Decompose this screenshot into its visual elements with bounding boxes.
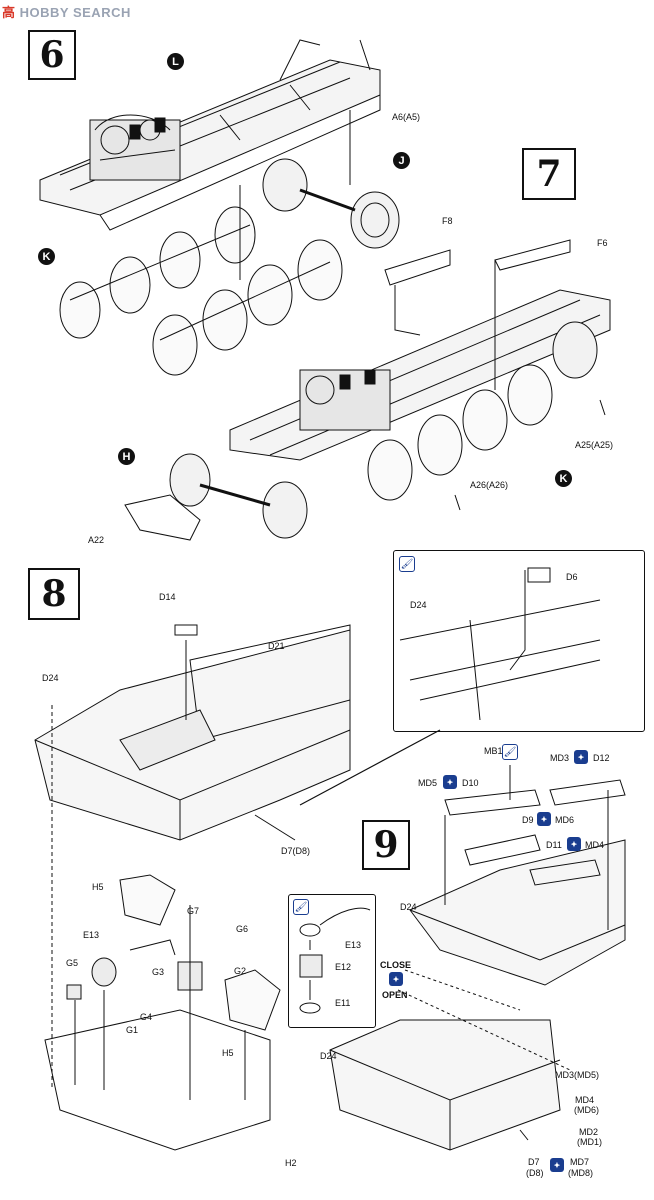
- open-label: OPEN: [382, 990, 408, 1000]
- part-label: G3: [152, 967, 165, 977]
- part-label: MD7: [570, 1157, 590, 1167]
- step6-roadwheels: [59, 110, 351, 376]
- step8-detail-inset: 🖌: [393, 550, 645, 732]
- cement-icon: 🖌: [293, 899, 309, 915]
- part-label: D10: [462, 778, 479, 788]
- part-label: F8: [442, 216, 453, 226]
- part-label: G2: [234, 966, 247, 976]
- part-label: D21: [268, 641, 285, 651]
- part-label: D12: [593, 753, 610, 763]
- callout-J: J: [393, 152, 410, 169]
- step-7-box: 7: [522, 148, 576, 200]
- paint-icon: ✦: [537, 812, 551, 826]
- seats-parts: [44, 874, 281, 1151]
- part-label: G1: [126, 1025, 139, 1035]
- part-label: (D8): [526, 1168, 544, 1178]
- part-label: D14: [159, 592, 176, 602]
- part-label: MD3: [550, 753, 570, 763]
- part-label: E13: [345, 940, 362, 950]
- part-label: A26(A26): [470, 480, 509, 490]
- part-label: A25(A25): [575, 440, 614, 450]
- step-6-box: 6: [28, 30, 76, 80]
- step8-parts-inset: 🖌: [288, 894, 376, 1028]
- part-label: E13: [83, 930, 100, 940]
- part-label: MD4: [585, 840, 605, 850]
- paint-icon: ✦: [443, 775, 457, 789]
- cement-icon: 🖌: [399, 556, 415, 572]
- step-9-box: 9: [362, 820, 410, 870]
- part-label: H5: [92, 882, 104, 892]
- part-label: D9: [522, 815, 534, 825]
- close-label: CLOSE: [380, 960, 412, 970]
- part-label: MD3(MD5): [555, 1070, 599, 1080]
- step6-chassis: [39, 39, 381, 231]
- callout-H: H: [118, 448, 135, 465]
- part-label: D24: [320, 1051, 337, 1061]
- part-label: (MD1): [577, 1137, 602, 1147]
- part-label: D24: [400, 902, 417, 912]
- part-label: G4: [140, 1012, 153, 1022]
- watermark: 高 HOBBY SEARCH: [2, 5, 131, 20]
- paint-icon: ✦: [567, 837, 581, 851]
- parts-inset-lines: [299, 907, 371, 1014]
- part-label: MD6: [555, 815, 575, 825]
- step-8-box: 8: [28, 568, 80, 620]
- part-label: D7(D8): [281, 846, 311, 856]
- part-label: G7: [187, 906, 200, 916]
- part-label: A22: [88, 535, 105, 545]
- part-label: E11: [335, 998, 351, 1008]
- cement-icon: 🖌: [502, 744, 518, 760]
- step6-sprocket: [262, 158, 400, 249]
- inset-lines: [299, 567, 601, 806]
- step-number: 8: [41, 573, 67, 615]
- callout-L: L: [167, 53, 184, 70]
- part-label: D24: [410, 600, 427, 610]
- step-number: 6: [39, 34, 65, 76]
- part-label: A6(A5): [392, 112, 421, 122]
- part-label: F6: [597, 238, 608, 248]
- callout-K: K: [555, 470, 572, 487]
- paint-icon: ✦: [389, 972, 403, 986]
- part-label: (MD6): [574, 1105, 599, 1115]
- paint-icon: ✦: [550, 1158, 564, 1172]
- part-label: MB1: [484, 746, 503, 756]
- part-label: (MD8): [568, 1168, 593, 1178]
- step-number: 7: [536, 153, 562, 195]
- part-label: MD4: [575, 1095, 595, 1105]
- part-label: G6: [236, 924, 249, 934]
- part-label: H5: [222, 1048, 234, 1058]
- paint-icon: ✦: [574, 750, 588, 764]
- step-number: 9: [373, 824, 399, 866]
- part-label: E12: [335, 962, 352, 972]
- close-open-line: [397, 989, 571, 1071]
- part-label: D24: [42, 673, 59, 683]
- part-label: MD2: [579, 1127, 599, 1137]
- part-label: D11: [546, 840, 562, 850]
- callout-K: K: [38, 248, 55, 265]
- part-label: H2: [285, 1158, 297, 1168]
- step7-chassis: [124, 239, 611, 541]
- part-label: MD5: [418, 778, 438, 788]
- part-label: D6: [566, 572, 578, 582]
- part-label: D7: [528, 1157, 540, 1167]
- step8-hull: [34, 624, 351, 1090]
- part-label: G5: [66, 958, 79, 968]
- step9-hull: [329, 765, 626, 1151]
